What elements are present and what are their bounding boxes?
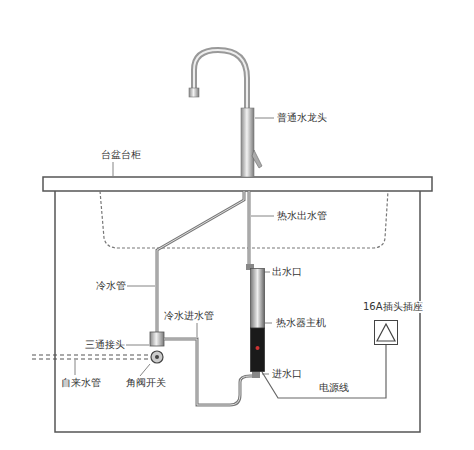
hot-water-pipe <box>248 191 251 268</box>
socket-outline <box>375 321 398 345</box>
part-label: 热水出水管 <box>276 210 328 222</box>
power-cord <box>262 345 386 398</box>
edge-label: 电源线 <box>318 382 350 394</box>
heater-indicator <box>256 346 260 350</box>
leader-lines <box>75 118 274 376</box>
cold-water-pipe <box>157 191 244 334</box>
node-label: 热水器主机 <box>275 317 327 329</box>
part-label: 冷水管 <box>95 280 127 292</box>
power-socket: 16A插头插座 <box>374 320 398 345</box>
part-label: 普通水龙头 <box>276 112 328 124</box>
counter-top <box>43 177 432 191</box>
hot-water-pipe-shine <box>249 191 250 268</box>
part-label: 台盆台柜 <box>100 149 142 161</box>
node-shape <box>374 320 398 345</box>
part-label: 角阀开关 <box>125 377 167 389</box>
faucet-body <box>241 108 254 177</box>
angle-valve <box>151 351 163 363</box>
part-label: 出水口 <box>271 266 303 278</box>
node-shape <box>250 268 265 372</box>
faucet-handle <box>252 150 262 168</box>
cold-water-pipe-shine <box>157 191 244 334</box>
node-label: 16A插头插座 <box>362 301 424 313</box>
part-label: 冷水进水管 <box>163 310 215 322</box>
part-label: 三通接头 <box>84 339 126 351</box>
heater-lower <box>251 328 265 372</box>
faucet-spout <box>194 50 247 110</box>
cold-inlet-pipe <box>164 339 256 405</box>
cold-inlet-pipe-shine <box>164 339 256 405</box>
angle-valve-knob <box>155 355 159 359</box>
faucet-spout-shine <box>194 50 247 110</box>
faucet-aerator <box>189 88 199 97</box>
part-label: 自来水管 <box>60 377 102 389</box>
heater-unit: 热水器主机 <box>250 268 265 372</box>
socket-symbol <box>377 324 395 341</box>
heater-upper <box>251 269 265 329</box>
tap-water-pipe <box>32 358 150 359</box>
part-label: 进水口 <box>271 368 303 380</box>
tap-water-pipe <box>32 354 150 355</box>
tee-joint <box>150 332 164 346</box>
